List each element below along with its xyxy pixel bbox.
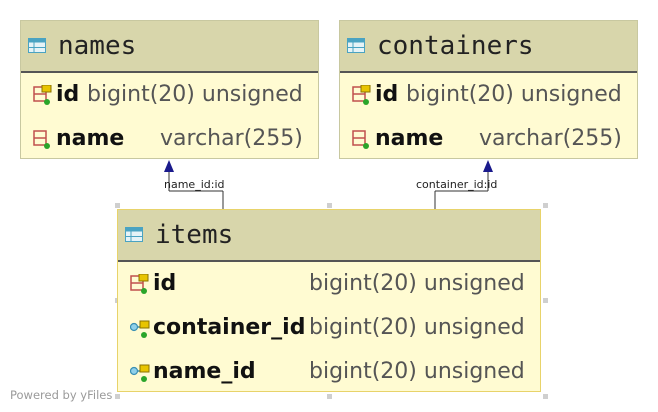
column-row[interactable]: name varchar(255): [340, 117, 637, 161]
table-containers[interactable]: containers id bigint(20) unsigned name v…: [339, 20, 638, 159]
column-name: name: [375, 126, 444, 151]
column-type: bigint(20) unsigned: [309, 359, 525, 384]
table-icon: [347, 38, 365, 53]
selection-handle[interactable]: [543, 394, 548, 399]
relation-name-id[interactable]: name_id:id: [164, 160, 224, 209]
selection-handle[interactable]: [543, 203, 548, 208]
foreign-key-icon: [130, 364, 150, 382]
table-title: names: [58, 31, 137, 61]
table-header[interactable]: items: [118, 210, 540, 262]
column-row[interactable]: name varchar(255): [21, 117, 318, 161]
column-type: bigint(20) unsigned: [87, 82, 303, 107]
table-title: items: [155, 220, 234, 250]
primary-key-icon: [33, 85, 52, 105]
column-name: id: [56, 82, 80, 107]
relation-container-id[interactable]: container_id:id: [416, 160, 497, 209]
column-icon: [33, 130, 50, 149]
primary-key-icon: [130, 274, 149, 294]
column-row[interactable]: id bigint(20) unsigned: [118, 262, 540, 306]
watermark: Powered by yFiles: [10, 388, 113, 402]
column-type: bigint(20) unsigned: [406, 82, 622, 107]
table-names[interactable]: names id bigint(20) unsigned name varcha…: [20, 20, 319, 159]
selection-handle[interactable]: [115, 394, 120, 399]
table-icon: [28, 38, 46, 53]
selection-handle[interactable]: [327, 394, 332, 399]
foreign-key-icon: [130, 320, 150, 338]
primary-key-icon: [352, 85, 371, 105]
column-row[interactable]: id bigint(20) unsigned: [21, 73, 318, 117]
column-type: varchar(255): [479, 126, 622, 151]
arrowhead-icon: [164, 160, 174, 172]
table-icon: [125, 227, 143, 242]
selection-handle[interactable]: [543, 298, 548, 303]
column-name: id: [153, 271, 177, 296]
table-header[interactable]: names: [21, 21, 318, 73]
column-row[interactable]: container_id bigint(20) unsigned: [118, 306, 540, 350]
column-type: bigint(20) unsigned: [309, 271, 525, 296]
table-items[interactable]: items id bigint(20) unsigned container_i…: [117, 209, 541, 392]
selection-handle[interactable]: [327, 203, 332, 208]
column-name: name_id: [153, 359, 256, 384]
table-header[interactable]: containers: [340, 21, 637, 73]
table-title: containers: [377, 31, 534, 61]
column-name: id: [375, 82, 399, 107]
column-icon: [352, 130, 369, 149]
column-type: varchar(255): [160, 126, 303, 151]
selection-handle[interactable]: [115, 203, 120, 208]
column-row[interactable]: id bigint(20) unsigned: [340, 73, 637, 117]
column-name: container_id: [153, 315, 306, 340]
column-name: name: [56, 126, 125, 151]
column-type: bigint(20) unsigned: [309, 315, 525, 340]
relation-label: name_id:id: [164, 178, 224, 191]
relation-label: container_id:id: [416, 178, 497, 191]
arrowhead-icon: [483, 160, 493, 172]
column-row[interactable]: name_id bigint(20) unsigned: [118, 350, 540, 394]
